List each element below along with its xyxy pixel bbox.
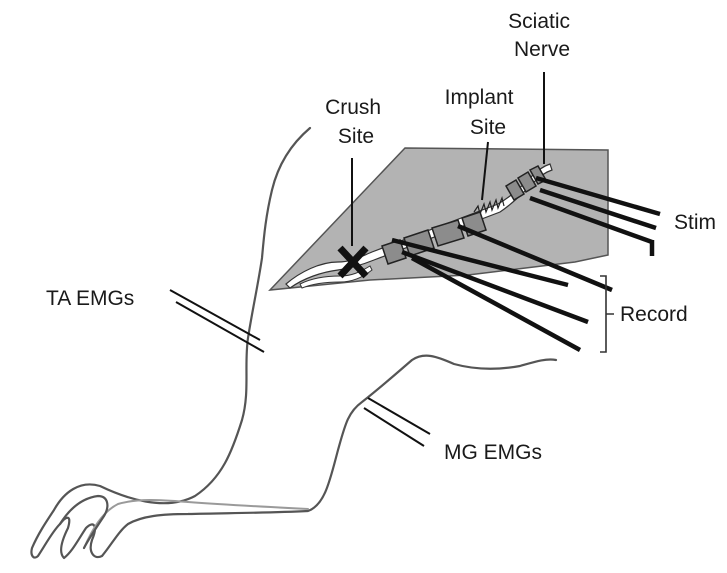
sciatic-nerve-label: Sciatic Nerve — [508, 10, 576, 61]
record-label: Record — [620, 303, 688, 326]
foot-inner-outline — [84, 500, 308, 548]
ta-emgs-label: TA EMGs — [46, 287, 134, 310]
crush-site-label: Crush Site — [325, 96, 387, 148]
mg-emgs-label: MG EMGs — [444, 441, 542, 464]
foot-toe-outline — [60, 496, 107, 548]
mg-emg-wires — [364, 398, 430, 446]
stim-label: Stim — [674, 211, 716, 234]
implant-site-label: Implant Site — [445, 86, 520, 139]
